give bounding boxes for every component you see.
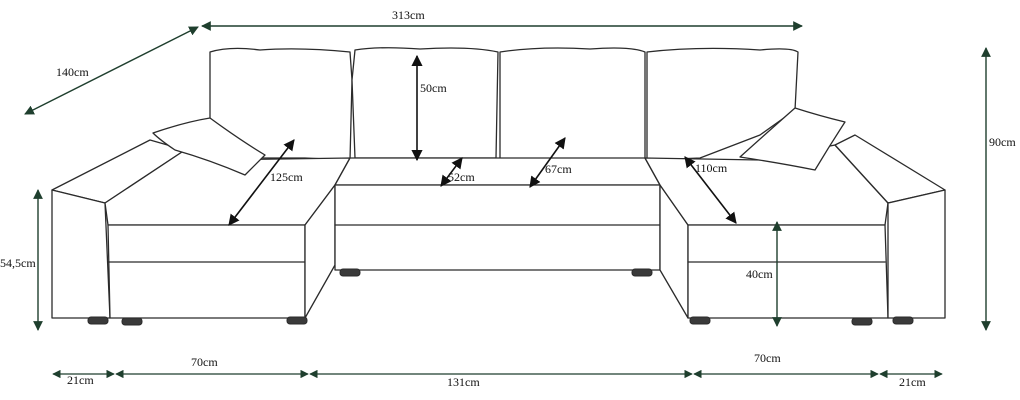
left-seat-front bbox=[107, 224, 306, 319]
dim-corner-seat-left bbox=[228, 139, 295, 226]
foot bbox=[339, 268, 361, 277]
foot bbox=[851, 317, 873, 326]
foot bbox=[631, 268, 653, 277]
back-cushion-4 bbox=[646, 47, 799, 161]
label-back-cushion-height: 50cm bbox=[420, 81, 447, 95]
label-bottom-armrest-right: 21cm bbox=[899, 375, 926, 389]
middle-seat-front bbox=[334, 184, 661, 271]
dim-corner-seat-right bbox=[684, 156, 737, 224]
right-seat-front bbox=[687, 224, 889, 319]
label-seat-depth-center-diagonal: 67cm bbox=[545, 162, 572, 176]
back-cushion-2 bbox=[351, 47, 499, 159]
label-total-height: 90cm bbox=[989, 135, 1016, 149]
dim-depth bbox=[24, 26, 199, 115]
inner-dimension-arrows bbox=[228, 54, 782, 327]
foot bbox=[689, 316, 711, 325]
label-arm-height: 54,5cm bbox=[0, 256, 36, 270]
label-depth: 140cm bbox=[56, 65, 89, 79]
back-cushion-3 bbox=[499, 47, 646, 161]
label-seat-height: 40cm bbox=[746, 267, 773, 281]
right-throw-pillow bbox=[739, 107, 846, 171]
label-bottom-armrest-left: 21cm bbox=[67, 373, 94, 387]
left-arm-front bbox=[51, 189, 111, 319]
sofa-outline bbox=[51, 47, 946, 326]
dim-seat-depth-center bbox=[440, 157, 463, 187]
dimension-lines bbox=[24, 21, 991, 379]
foot bbox=[87, 316, 109, 325]
back-cushion-1 bbox=[209, 47, 353, 161]
dim-seat-depth-center-diagonal bbox=[529, 137, 566, 188]
foot bbox=[286, 316, 308, 325]
middle-seat-top bbox=[334, 157, 661, 186]
foot bbox=[121, 317, 143, 326]
right-arm-front bbox=[887, 189, 946, 319]
label-corner-seat-left: 125cm bbox=[270, 170, 303, 184]
label-bottom-middle: 131cm bbox=[447, 375, 480, 389]
label-seat-depth-center: 52cm bbox=[448, 170, 475, 184]
label-corner-seat-right: 110cm bbox=[695, 161, 728, 175]
label-overall-width: 313cm bbox=[392, 8, 425, 22]
foot bbox=[892, 316, 914, 325]
label-bottom-chaise-right: 70cm bbox=[754, 351, 781, 365]
label-bottom-chaise-left: 70cm bbox=[191, 355, 218, 369]
